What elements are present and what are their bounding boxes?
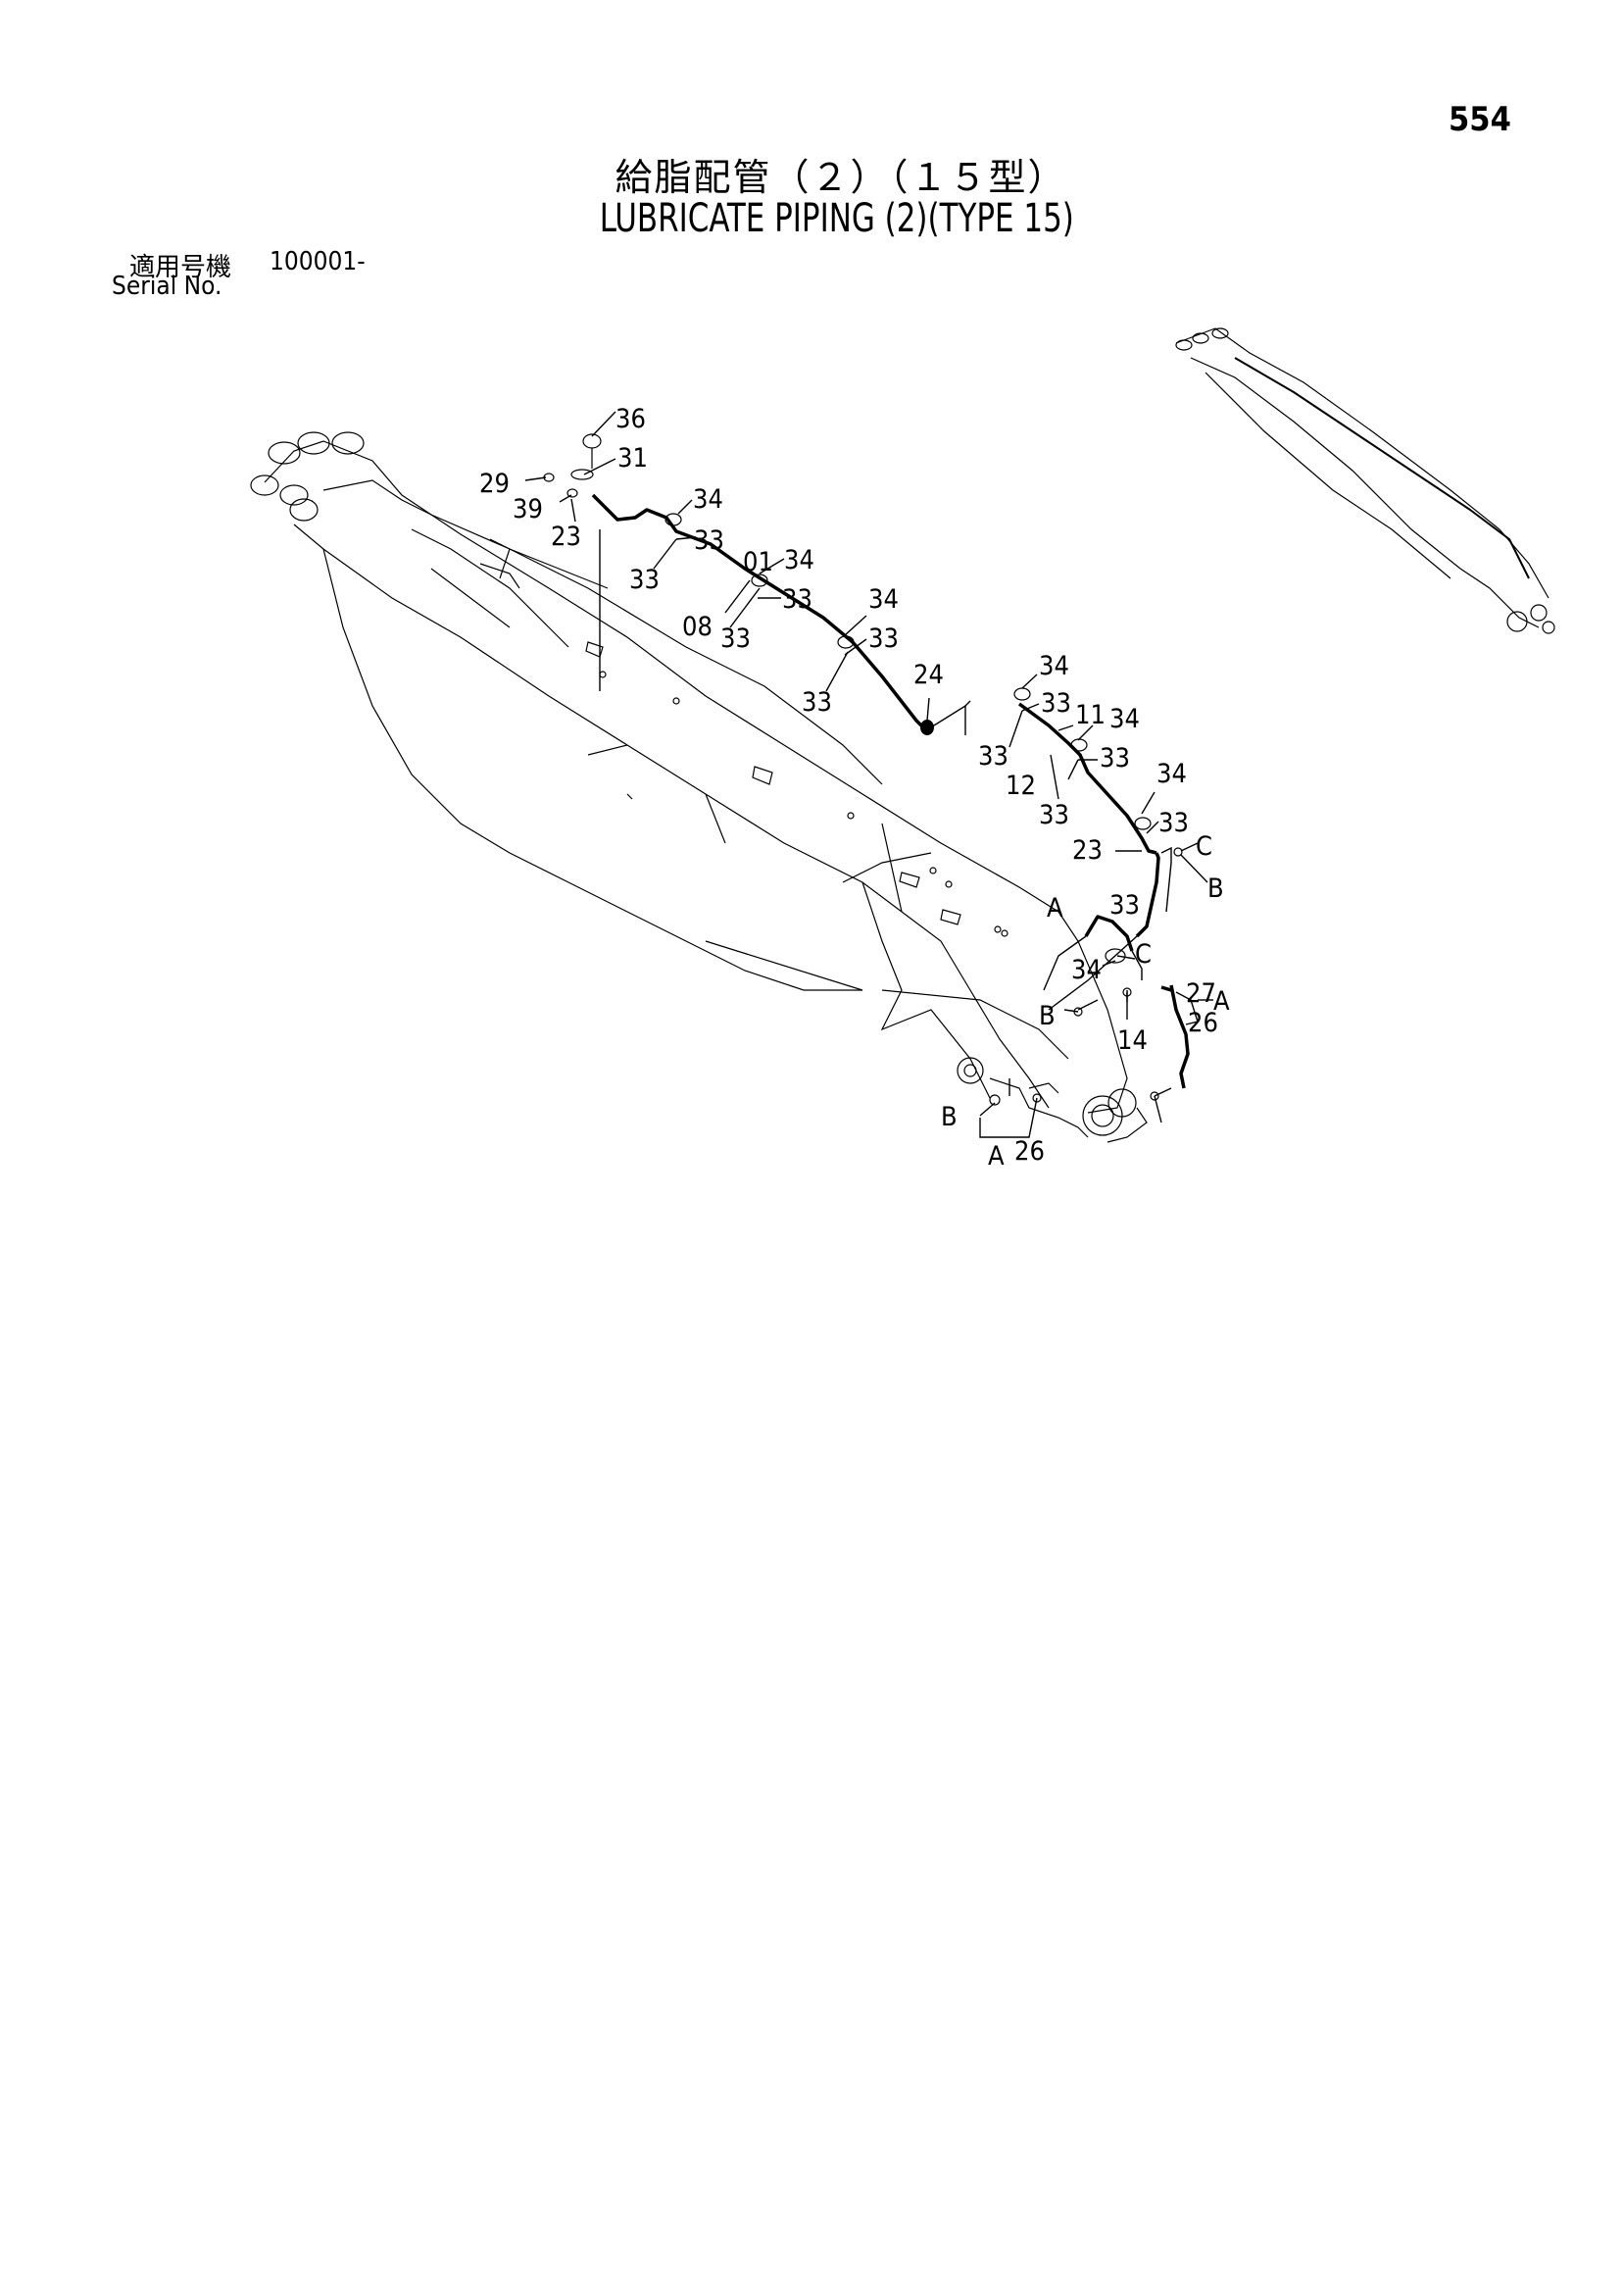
callout-23-top: 23 <box>551 522 581 552</box>
callout-letter-b-bottom: A <box>988 1141 1005 1172</box>
callout-14: B <box>941 1102 958 1132</box>
callout-33-i: 33 <box>978 741 1008 772</box>
callout-34-e: 34 <box>1109 704 1140 734</box>
callout-33-g: 33 <box>1041 688 1071 719</box>
callout-33-m: 34 <box>1071 955 1102 985</box>
callout-24: 24 <box>913 660 944 690</box>
callout-33-f: 33 <box>802 687 832 718</box>
callout-36: 36 <box>615 404 646 434</box>
callout-34-c: 34 <box>868 584 899 615</box>
callout-letter-b-right: 27 <box>1186 978 1216 1009</box>
page-number: 554 <box>1449 100 1511 139</box>
callout-33-j: 33 <box>1039 800 1069 830</box>
callout-33-d: 33 <box>720 624 751 654</box>
callout-letter-a-bottom: 26 <box>1014 1136 1045 1167</box>
callout-letter-b-mid: A <box>1047 893 1063 923</box>
callout-27: A <box>1213 986 1230 1017</box>
callout-33-h: 33 <box>1100 743 1130 774</box>
callout-33-a: 33 <box>694 525 724 556</box>
boom-outline <box>250 431 1148 1143</box>
serial-label-japanese: 適用号機 <box>129 253 232 282</box>
callout-labels: 36 31 29 39 23 34 33 33 01 34 08 33 33 3… <box>479 404 1230 1172</box>
callout-33-c: 33 <box>782 584 812 615</box>
callout-letter-a-right: 26 <box>1188 1008 1218 1038</box>
callout-33-k: 33 <box>1158 808 1189 838</box>
title-english: LUBRICATE PIPING (2)(TYPE 15) <box>599 196 1074 241</box>
callout-34-d: 34 <box>1039 651 1069 681</box>
callout-08: 08 <box>682 612 713 642</box>
callout-33-e: 33 <box>868 624 899 654</box>
callout-34-g: C <box>1135 939 1152 970</box>
callout-01: 01 <box>743 547 773 577</box>
callout-letter-c-left: B <box>1039 1001 1056 1031</box>
callout-34-b: 34 <box>784 545 814 575</box>
callout-26-upper: 14 <box>1117 1025 1148 1056</box>
overview-boom <box>1175 327 1555 634</box>
callout-11: 11 <box>1075 700 1106 730</box>
callout-29: 29 <box>479 469 510 499</box>
callout-letter-a-mid: 33 <box>1109 890 1140 921</box>
callout-12: 12 <box>1006 771 1036 801</box>
callout-34-f: 34 <box>1156 759 1187 789</box>
title-japanese: 給脂配管（２）（１５型） <box>615 156 1067 199</box>
serial-label-english: Serial No. <box>112 272 222 301</box>
lube-pipe <box>591 493 1190 1097</box>
callout-letter-c-right: C <box>1196 831 1212 862</box>
callout-leaders <box>524 411 1213 1138</box>
callout-33-b: 33 <box>629 565 660 595</box>
callout-33-l: 23 <box>1072 835 1103 866</box>
fittings <box>543 433 1183 1106</box>
serial-range: 100001- <box>270 247 366 276</box>
callout-23-right: B <box>1207 873 1224 904</box>
callout-34-a: 34 <box>693 484 723 515</box>
callout-39: 39 <box>513 494 543 524</box>
callout-31: 31 <box>617 443 648 474</box>
